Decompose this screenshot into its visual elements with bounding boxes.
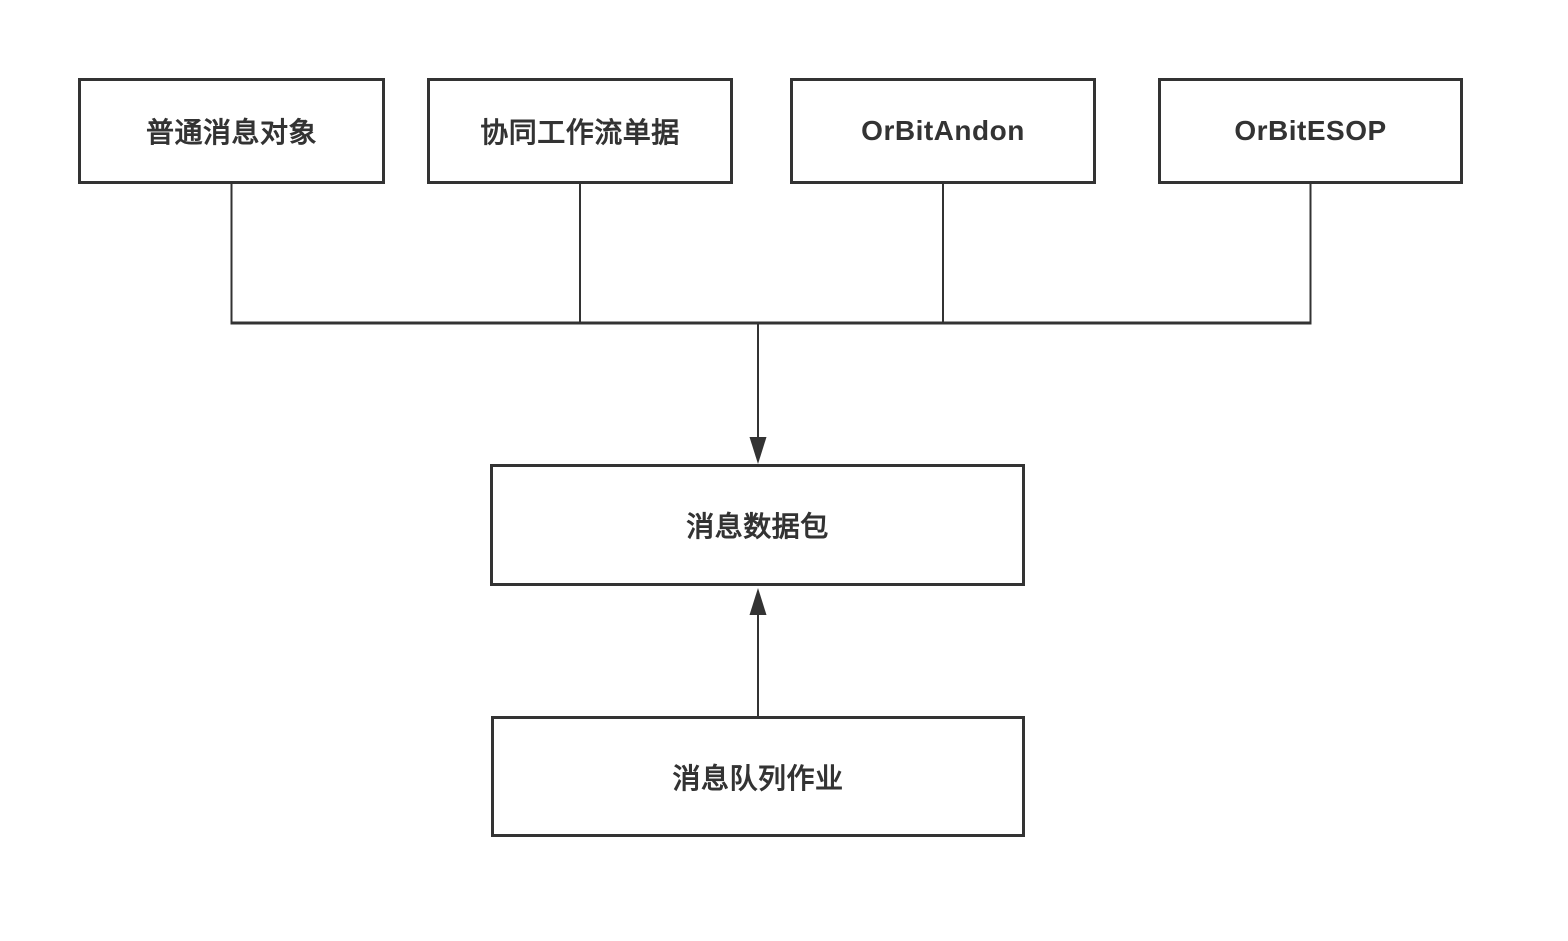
node-label: 消息数据包 <box>686 511 829 542</box>
node-ordinary-message-object: 普通消息对象 <box>78 78 385 184</box>
node-label: OrBitESOP <box>1234 115 1387 146</box>
node-orbit-andon: OrBitAndon <box>790 78 1096 184</box>
node-label: 协同工作流单据 <box>480 117 680 148</box>
node-label: 普通消息对象 <box>145 117 317 148</box>
node-message-queue-job: 消息队列作业 <box>491 716 1025 837</box>
node-label: OrBitAndon <box>861 115 1025 146</box>
arrowhead-down-icon <box>749 437 767 464</box>
node-message-data-packet: 消息数据包 <box>490 464 1025 586</box>
node-collab-workflow-document: 协同工作流单据 <box>427 78 733 184</box>
node-label: 消息队列作业 <box>672 762 844 794</box>
arrowhead-up-icon <box>749 588 767 615</box>
node-orbit-esop: OrBitESOP <box>1158 78 1463 184</box>
